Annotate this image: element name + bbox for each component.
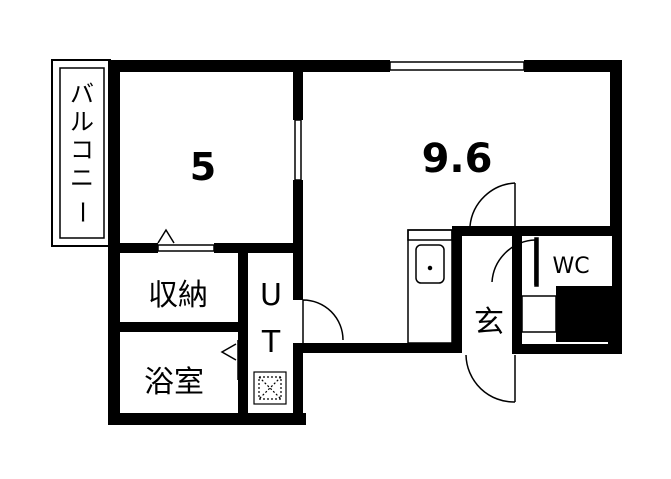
entrance-door	[465, 354, 516, 403]
bath-label: 浴室	[144, 365, 204, 400]
room5-door-marker	[157, 228, 175, 244]
balcony-char-4: ニ	[70, 164, 94, 192]
entrance-label: 玄	[474, 305, 504, 340]
main-room-window	[389, 61, 525, 71]
storage-label: 収納	[148, 278, 208, 313]
kitchen-counter	[407, 229, 453, 344]
balcony-char-1: バ	[70, 80, 94, 108]
main-room-door	[469, 182, 516, 236]
balcony-char-5: ー	[68, 200, 96, 224]
utility-label-t: T	[261, 325, 281, 360]
balcony: バ ル コ ニ ー	[51, 59, 111, 247]
main-room-size: 9.6	[422, 136, 493, 182]
balcony-char-2: ル	[70, 108, 94, 136]
utility-label-u: U	[260, 278, 282, 313]
balcony-char-3: コ	[70, 136, 94, 164]
room5-sliding-door	[294, 119, 302, 181]
room5-size: 5	[190, 145, 216, 189]
washer-space	[253, 371, 287, 405]
toilet-label: WC	[552, 254, 589, 279]
windows	[109, 61, 525, 206]
ut-door	[302, 299, 344, 343]
entrance-step	[521, 295, 608, 344]
balcony-window	[109, 94, 119, 206]
room5-door	[157, 244, 215, 252]
bath-door-marker	[220, 343, 237, 361]
sink-icon	[415, 244, 445, 284]
washer-icon	[253, 371, 287, 405]
shoe-cabinet	[521, 295, 557, 333]
doors	[157, 182, 539, 403]
exterior-walls	[108, 60, 622, 425]
